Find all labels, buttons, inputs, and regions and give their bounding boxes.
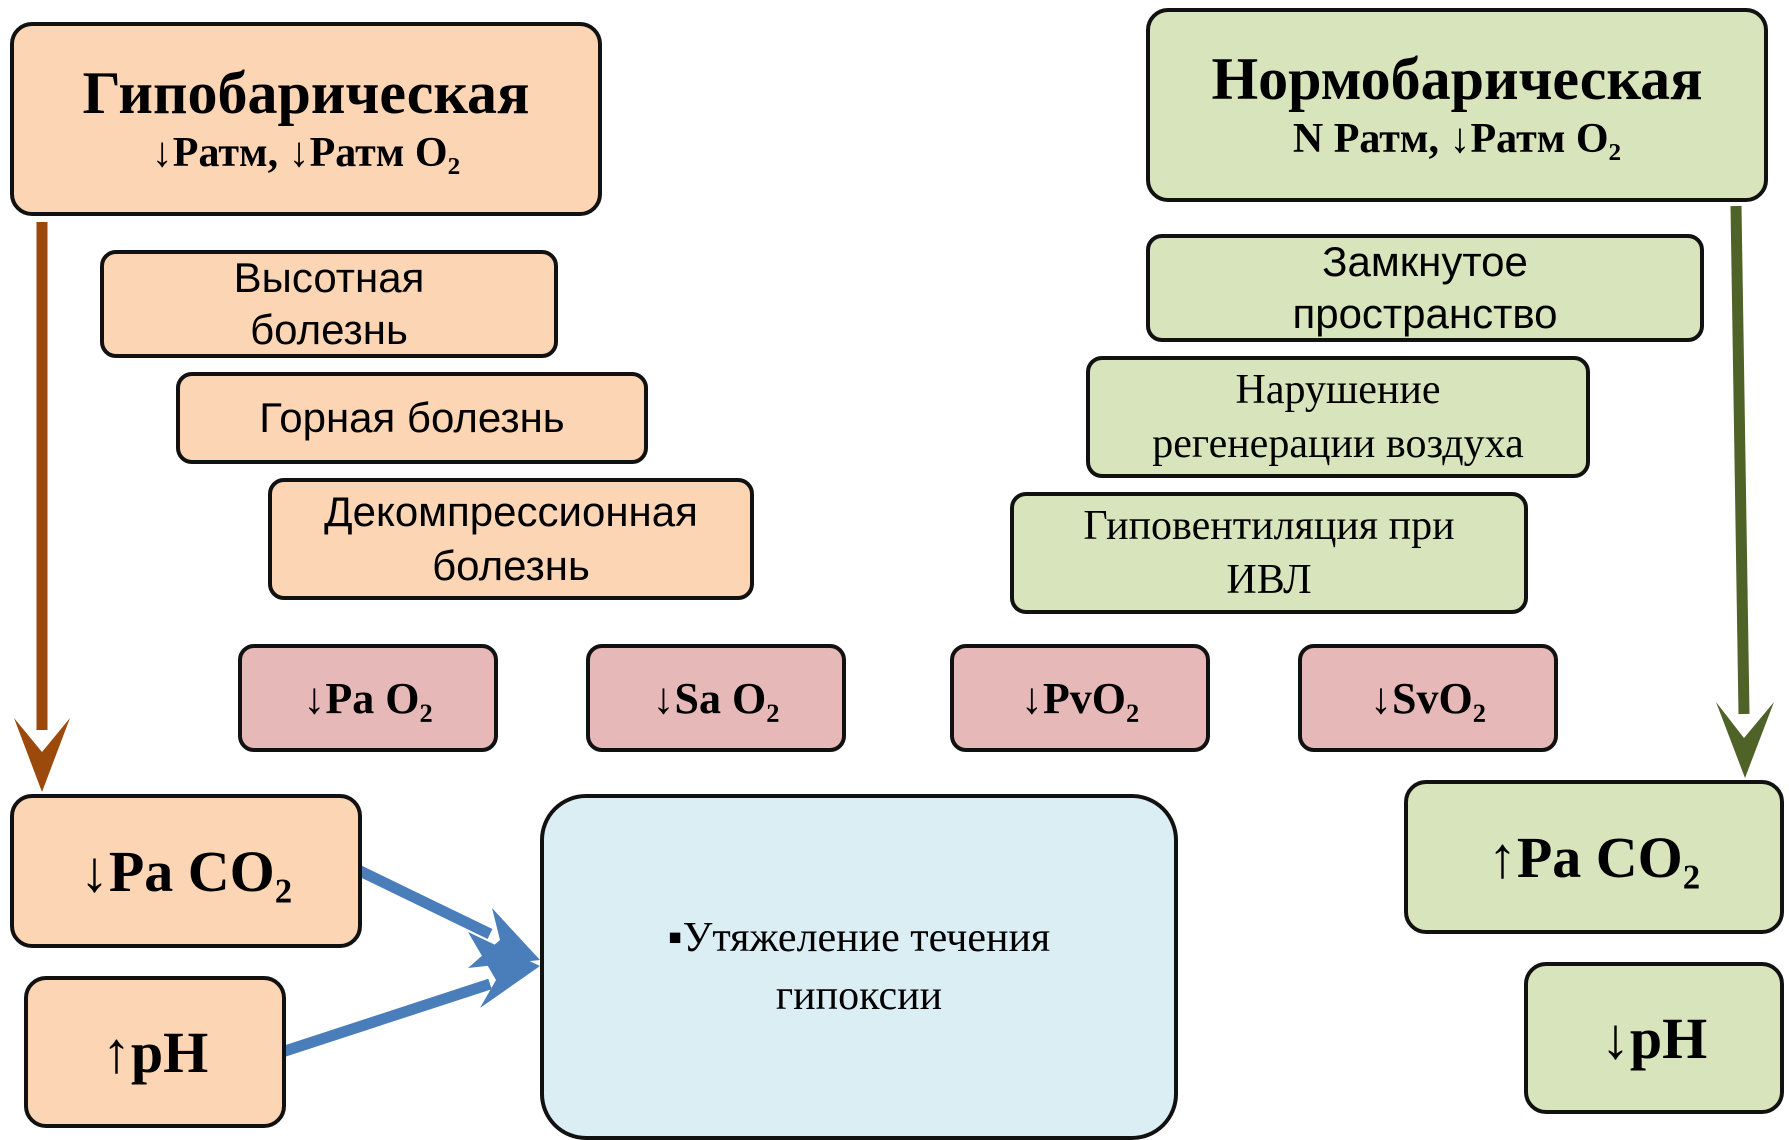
normobaric-pa-co2: ↑Pa CO₂	[1487, 824, 1701, 890]
normobaric-ph: ↓pH	[1600, 1005, 1708, 1071]
hypobaric-ph-box: ↑pH	[24, 976, 286, 1128]
hypobaric-title-box: Гипобарическая ↓Pатм, ↓Pатм O₂	[10, 22, 602, 216]
hypobaric-ph: ↑pH	[101, 1019, 209, 1085]
normobaric-ph-box: ↓pH	[1524, 962, 1784, 1114]
cause-line: Декомпрессионная	[324, 488, 698, 535]
normobaric-down-arrow	[1716, 205, 1774, 778]
cause-ventilator-hypoventilation: Гиповентиляция при ИВЛ	[1010, 492, 1528, 614]
cause-air-regeneration-failure: Нарушение регенерации воздуха	[1086, 356, 1590, 478]
ph-to-result-arrow	[280, 932, 540, 1058]
cause-line: Горная болезнь	[259, 394, 565, 441]
indicator-sao2: ↓Sa O₂	[586, 644, 846, 752]
indicator-svo2: ↓SvO₂	[1298, 644, 1558, 752]
normobaric-title-box: Нормобарическая N Pатм, ↓Pатм O₂	[1146, 8, 1768, 202]
normobaric-subtitle: N Pатм, ↓Pатм O₂	[1292, 116, 1622, 162]
cause-line: Замкнутое	[1322, 238, 1528, 285]
hypobaric-pa-co2-box: ↓Pa CO₂	[10, 794, 362, 948]
cause-line: болезнь	[432, 542, 590, 589]
cause-line: Нарушение	[1235, 367, 1441, 413]
indicator-label: ↓PvO₂	[1020, 673, 1140, 723]
normobaric-pa-co2-box: ↑Pa CO₂	[1404, 780, 1784, 934]
cause-decompression-sickness: Декомпрессионная болезнь	[268, 478, 754, 600]
result-line: ▪Утяжеление течения	[667, 915, 1051, 961]
result-line: гипоксии	[775, 973, 943, 1019]
indicator-label: ↓Pa O₂	[303, 673, 433, 723]
hypobaric-down-arrow	[14, 222, 70, 792]
cause-line: Высотная	[233, 254, 425, 301]
hypobaric-title: Гипобарическая	[82, 60, 530, 126]
hypobaric-subtitle: ↓Pатм, ↓Pатм O₂	[151, 130, 461, 176]
hypobaric-pa-co2: ↓Pa CO₂	[79, 838, 293, 904]
cause-line: регенерации воздуха	[1152, 421, 1524, 467]
indicator-label: ↓Sa O₂	[652, 673, 780, 723]
cause-line: болезнь	[250, 306, 408, 353]
cause-line: Гиповентиляция при	[1083, 503, 1455, 549]
cause-closed-space: Замкнутое пространство	[1146, 234, 1704, 342]
cause-line: пространство	[1292, 290, 1558, 337]
result-box: ▪Утяжеление течения гипоксии	[540, 794, 1178, 1140]
indicator-pao2: ↓Pa O₂	[238, 644, 498, 752]
cause-mountain-sickness: Горная болезнь	[176, 372, 648, 464]
cause-altitude-sickness: Высотная болезнь	[100, 250, 558, 358]
indicator-label: ↓SvO₂	[1370, 673, 1486, 723]
cause-line: ИВЛ	[1226, 557, 1312, 603]
indicator-pvo2: ↓PvO₂	[950, 644, 1210, 752]
normobaric-title: Нормобарическая	[1211, 46, 1703, 112]
